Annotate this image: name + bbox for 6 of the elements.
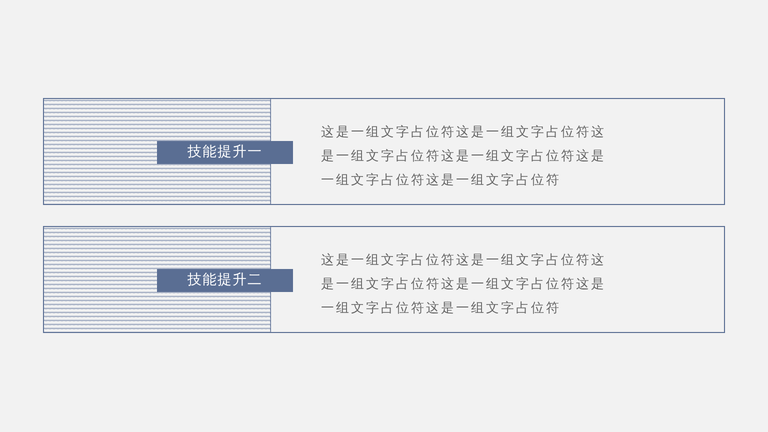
title-label: 技能提升一 <box>157 141 293 164</box>
text-card <box>43 226 725 333</box>
body-text: 这是一组文字占位符这是一组文字占位符这是一组文字占位符这是一组文字占位符这是一组文字占位符这是一组文字占位符 <box>321 124 607 190</box>
title-label: 技能提升二 <box>157 269 293 292</box>
body-text: 这是一组文字占位符这是一组文字占位符这是一组文字占位符这是一组文字占位符这是一组文字占位符这是一组文字占位符 <box>321 252 607 318</box>
text-card <box>43 98 725 205</box>
